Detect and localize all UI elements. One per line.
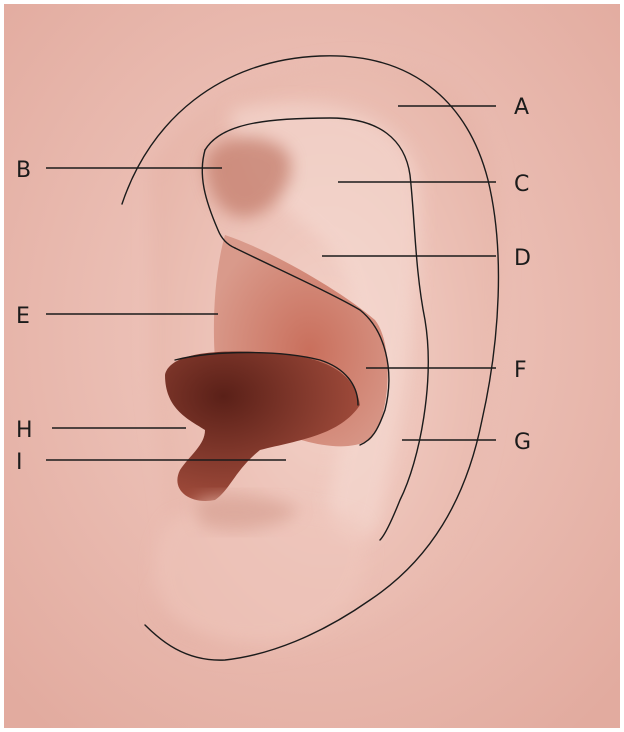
label-a: A bbox=[514, 95, 529, 120]
label-i: I bbox=[16, 450, 23, 475]
label-d: D bbox=[514, 246, 531, 271]
label-f: F bbox=[514, 358, 527, 383]
label-c: C bbox=[514, 172, 529, 197]
label-g: G bbox=[514, 430, 531, 455]
label-b: B bbox=[16, 158, 31, 183]
label-h: H bbox=[16, 418, 33, 443]
label-e: E bbox=[16, 304, 30, 329]
